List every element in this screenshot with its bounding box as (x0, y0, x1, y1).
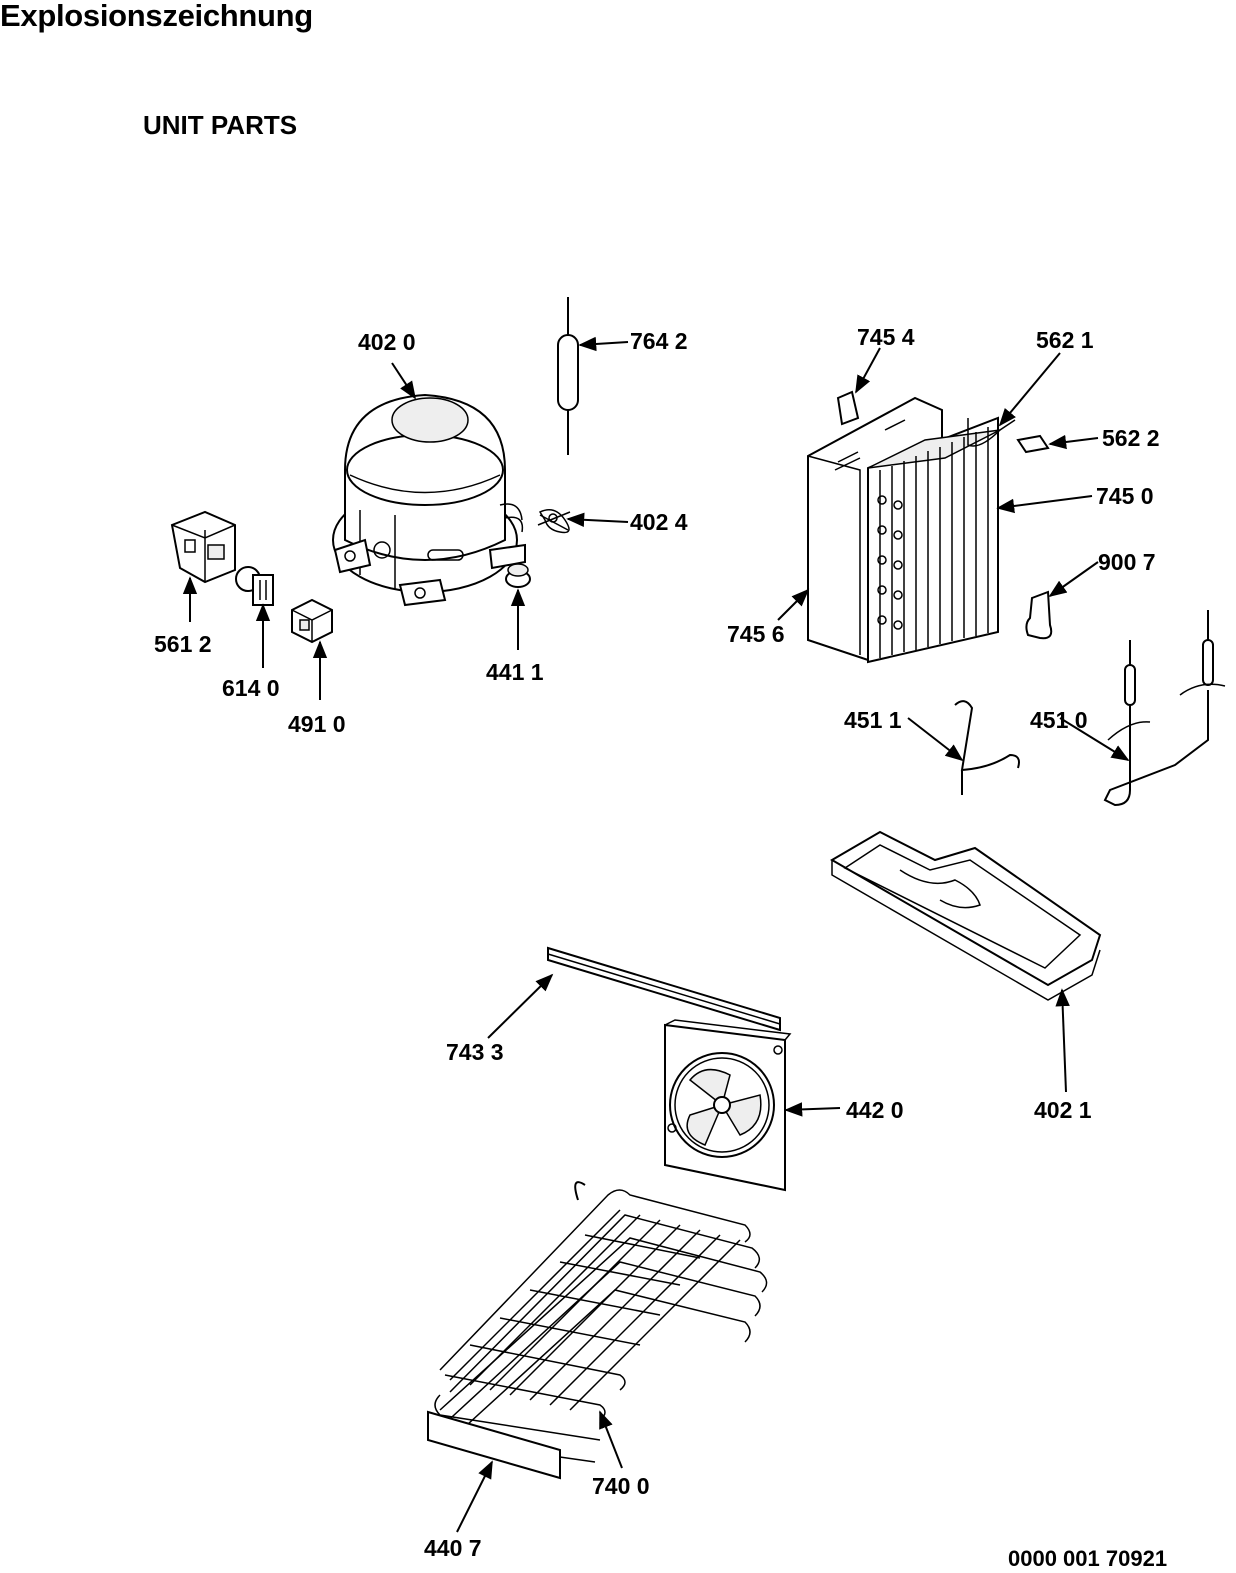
sealing-strip-drawing (547, 946, 781, 1032)
part-label-614-0: 614 0 (222, 675, 280, 701)
filter-drier-drawing (557, 297, 579, 455)
part-labels: 402 0 764 2 402 4 441 1 561 2 614 0 491 … (154, 324, 1160, 1561)
part-label-402-0: 402 0 (358, 329, 416, 355)
overload-drawing (235, 566, 274, 606)
evaporator-assembly-drawing (807, 390, 1053, 664)
document-number: 0000 001 70921 (1008, 1546, 1168, 1571)
part-label-440-7: 440 7 (424, 1535, 482, 1561)
part-label-900-7: 900 7 (1098, 549, 1156, 575)
grommet-drawing (537, 509, 571, 534)
part-label-442-0: 442 0 (846, 1097, 904, 1123)
part-label-561-2: 561 2 (154, 631, 212, 657)
part-label-740-0: 740 0 (592, 1473, 650, 1499)
condenser-drawing (434, 1181, 768, 1463)
part-label-743-3: 743 3 (446, 1039, 504, 1065)
part-label-491-0: 491 0 (288, 711, 346, 737)
part-label-764-2: 764 2 (630, 328, 688, 354)
foot-drawing (505, 563, 531, 588)
part-label-745-4: 745 4 (857, 324, 915, 350)
leader-lines (182, 336, 1130, 1533)
part-label-451-1: 451 1 (844, 707, 902, 733)
label-plate-drawing (427, 1410, 561, 1480)
compressor-drawing (332, 393, 526, 607)
part-label-402-1: 402 1 (1034, 1097, 1092, 1123)
cover-cap-drawing (291, 598, 333, 644)
part-label-562-1: 562 1 (1036, 327, 1094, 353)
section-subtitle: UNIT PARTS (143, 110, 298, 140)
drip-tray-drawing (830, 830, 1102, 1001)
relay-drawing (170, 510, 236, 584)
part-label-441-1: 441 1 (486, 659, 544, 685)
diagram-title: Explosionszeichnung (0, 0, 313, 33)
heater-tube-drawing (1103, 610, 1226, 807)
wire-clip-drawing (954, 700, 1020, 795)
fan-assembly-drawing (664, 1019, 792, 1192)
part-label-745-6: 745 6 (727, 621, 785, 647)
part-label-451-0: 451 0 (1030, 707, 1088, 733)
part-label-402-4: 402 4 (630, 509, 688, 535)
part-label-745-0: 745 0 (1096, 483, 1154, 509)
part-label-562-2: 562 2 (1102, 425, 1160, 451)
